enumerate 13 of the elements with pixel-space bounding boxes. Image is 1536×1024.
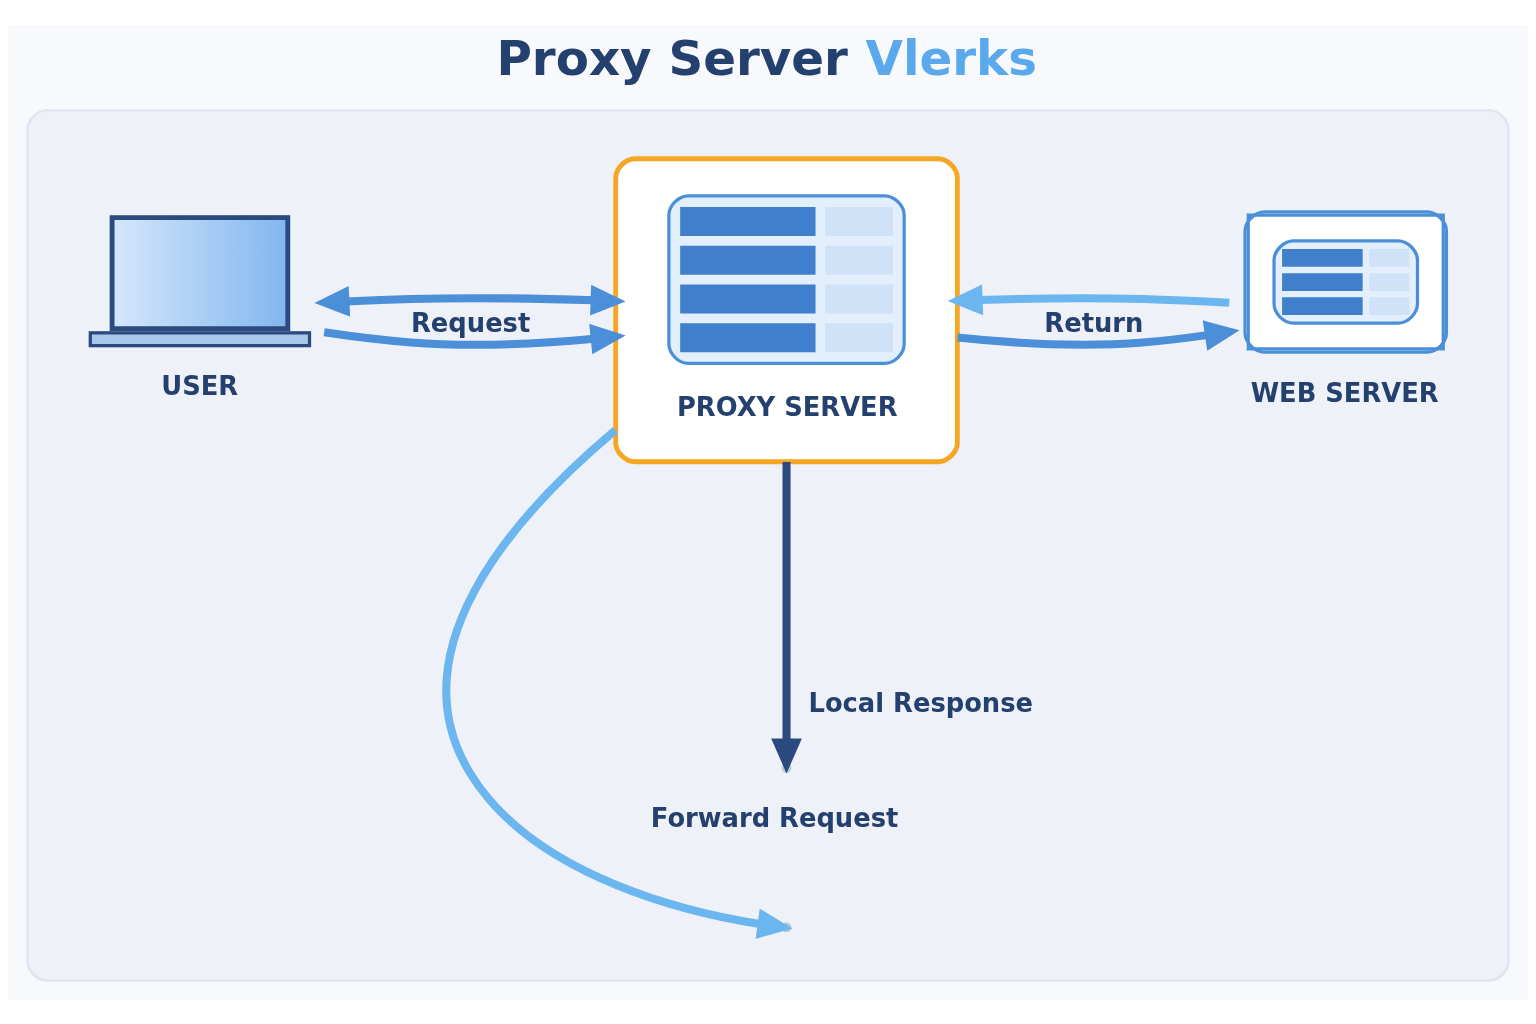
node-label: WEB SERVER: [1250, 377, 1439, 408]
diagram-title: Proxy Server Vlerks: [496, 29, 1037, 86]
edge-label: Request: [411, 307, 531, 338]
arrow: [947, 284, 1230, 315]
edge-label: Forward Request: [650, 802, 899, 833]
arrow: [323, 323, 626, 354]
cluster: [26, 108, 1510, 982]
edge-label: Local Response: [808, 687, 1034, 718]
arrow: [957, 319, 1240, 351]
node-box: PROXY SERVER: [613, 155, 960, 464]
node-label: USER: [161, 370, 239, 401]
arrow: [314, 284, 626, 317]
edge-label: Return: [1044, 307, 1144, 338]
